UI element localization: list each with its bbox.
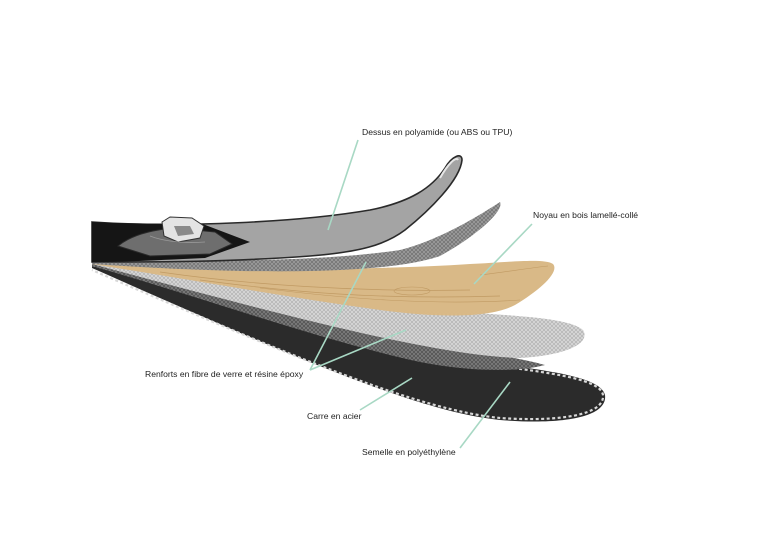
label-base: Semelle en polyéthylène — [362, 447, 456, 457]
fiberglass-light-layer — [92, 262, 585, 358]
leader-top-sheet — [327, 139, 359, 231]
leader-base — [459, 381, 511, 449]
label-wood-core: Noyau en bois lamellé-collé — [533, 210, 639, 220]
leader-fiberglass-b — [309, 329, 407, 371]
steel-edge — [91, 263, 605, 421]
fiberglass-upper-layer — [92, 202, 501, 272]
leader-lines — [309, 139, 533, 449]
leader-fiberglass-a — [309, 261, 367, 371]
top-sheet-layer — [91, 155, 463, 263]
label-fiberglass: Renforts en fibre de verre et résine épo… — [145, 369, 304, 379]
wood-core-layer — [92, 260, 555, 316]
label-top-sheet: Dessus en polyamide (ou ABS ou TPU) — [362, 127, 513, 137]
leader-steel-edge — [359, 377, 413, 411]
label-steel-edge: Carre en acier — [307, 411, 362, 421]
leader-wood-core — [473, 223, 533, 285]
